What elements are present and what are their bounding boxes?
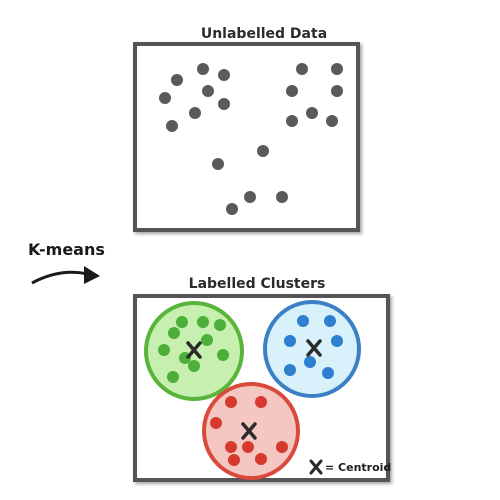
top-panel-frame [133,42,360,232]
green-cluster-point [158,344,170,356]
red-cluster-point [228,454,240,466]
blue-cluster-point [324,315,336,327]
data-point [218,69,230,81]
data-point [226,203,238,215]
data-point [296,63,308,75]
green-cluster-point [188,360,200,372]
data-point [244,191,256,203]
red-cluster-point [242,441,254,453]
clustered-points [158,315,343,466]
blue-cluster-point [331,335,343,347]
data-point [197,63,209,75]
kmeans-label: K-means [28,240,105,259]
data-point [166,120,178,132]
centroid-legend: = Centroid [309,459,391,475]
data-point [286,115,298,127]
red-cluster-point [225,441,237,453]
red-cluster-point [255,396,267,408]
data-point [306,107,318,119]
data-point [331,85,343,97]
red-cluster-point [225,396,237,408]
blue-cluster-point [284,335,296,347]
data-point [286,85,298,97]
blue-cluster-point [304,356,316,368]
green-cluster-point [167,371,179,383]
blue-centroid-marker [306,339,322,357]
data-point [189,107,201,119]
blue-cluster-point [284,364,296,376]
green-centroid-marker [186,341,202,359]
top-panel-title: Unlabelled Data [201,26,327,42]
red-cluster-point [276,441,288,453]
data-point [212,158,224,170]
data-point [202,85,214,97]
green-cluster-point [214,319,226,331]
kmeans-arrow [31,266,100,285]
centroid-legend-icon [309,459,323,475]
data-point [159,92,171,104]
data-point [276,191,288,203]
blue-cluster-point [322,367,334,379]
green-cluster-point [168,327,180,339]
green-cluster-point [217,349,229,361]
blue-cluster-point [297,315,309,327]
data-point [218,98,230,110]
red-cluster-point [210,417,222,429]
data-point [326,115,338,127]
bottom-panel-title: Labelled Clusters [189,276,326,292]
data-point [331,63,343,75]
green-cluster-point [176,316,188,328]
data-point [171,74,183,86]
centroid-legend-text: = Centroid [325,461,391,474]
red-centroid-marker [241,422,257,440]
red-cluster-point [255,453,267,465]
unlabelled-points [159,63,343,215]
data-point [257,145,269,157]
green-cluster-point [197,316,209,328]
green-cluster-point [201,334,213,346]
